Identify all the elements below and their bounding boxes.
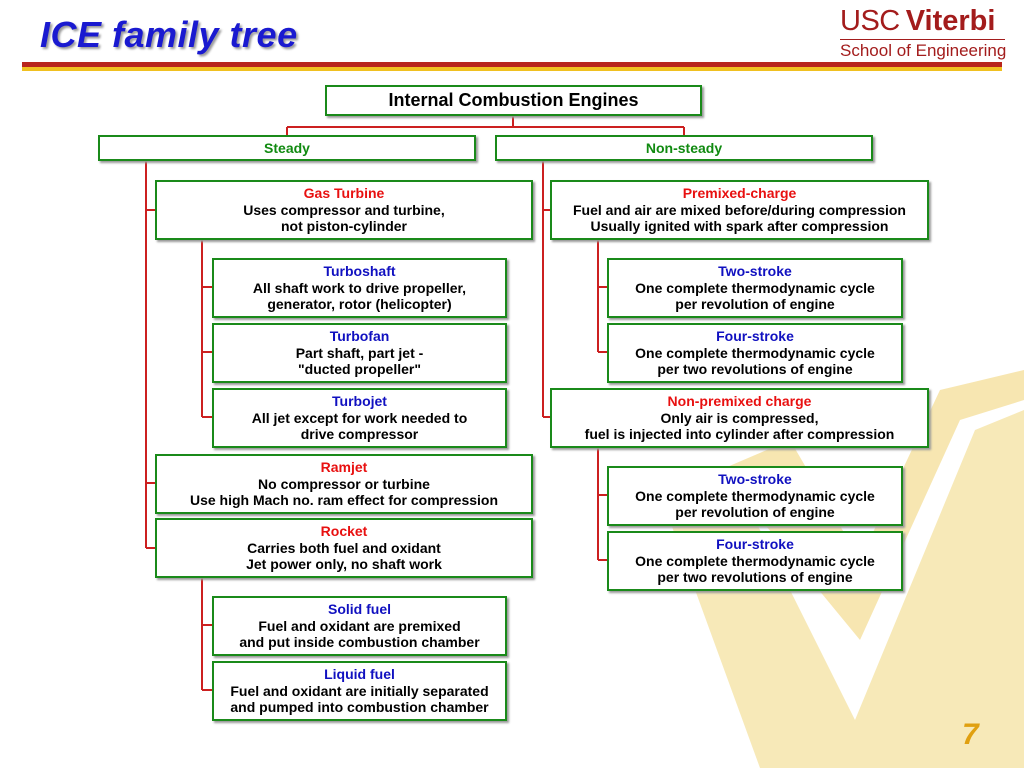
solid-fuel-node: Solid fuel Fuel and oxidant are premixed…: [212, 596, 507, 656]
nonpremixed-node: Non-premixed charge Only air is compress…: [550, 388, 929, 448]
turboshaft-line2: generator, rotor (helicopter): [267, 296, 452, 313]
nonsteady-node: Non-steady: [495, 135, 873, 161]
rocket-node: Rocket Carries both fuel and oxidant Jet…: [155, 518, 533, 578]
ramjet-line1: No compressor or turbine: [258, 475, 430, 492]
turboshaft-line1: All shaft work to drive propeller,: [252, 279, 467, 296]
ramjet-line2: Use high Mach no. ram effect for compres…: [189, 492, 499, 509]
rocket-line2: Jet power only, no shaft work: [246, 556, 442, 573]
turbojet-node: Turbojet All jet except for work needed …: [212, 388, 507, 448]
ramjet-node: Ramjet No compressor or turbine Use high…: [155, 454, 533, 514]
solid-fuel-title: Solid fuel: [328, 601, 391, 618]
pm-two-stroke-node: Two-stroke One complete thermodynamic cy…: [607, 258, 903, 318]
liquid-fuel-line1: Fuel and oxidant are initially separated: [230, 682, 489, 699]
pm-two-stroke-line1: One complete thermodynamic cycle: [635, 279, 875, 296]
gas-turbine-line1: Uses compressor and turbine,: [243, 201, 445, 218]
gas-turbine-line2: not piston-cylinder: [281, 218, 407, 235]
liquid-fuel-title: Liquid fuel: [324, 666, 395, 683]
nonpremixed-line1: Only air is compressed,: [660, 409, 819, 426]
slide-title: ICE family tree: [40, 14, 298, 55]
pm-four-stroke-line2: per two revolutions of engine: [657, 361, 853, 378]
turboshaft-node: Turboshaft All shaft work to drive prope…: [212, 258, 507, 318]
nonpremixed-title: Non-premixed charge: [667, 393, 812, 410]
rocket-title: Rocket: [320, 523, 368, 540]
solid-fuel-line2: and put inside combustion chamber: [239, 634, 480, 651]
liquid-fuel-node: Liquid fuel Fuel and oxidant are initial…: [212, 661, 507, 721]
ramjet-title: Ramjet: [320, 459, 368, 476]
page-number: 7: [962, 718, 979, 751]
premixed-title: Premixed-charge: [682, 185, 797, 202]
liquid-fuel-line2: and pumped into combustion chamber: [230, 699, 489, 716]
gas-turbine-title: Gas Turbine: [303, 185, 385, 202]
nonsteady-label: Non-steady: [645, 139, 723, 156]
turbojet-line2: drive compressor: [300, 426, 419, 443]
steady-node: Steady: [98, 135, 476, 161]
pm-four-stroke-node: Four-stroke One complete thermodynamic c…: [607, 323, 903, 383]
np-two-stroke-line1: One complete thermodynamic cycle: [635, 487, 875, 504]
logo-usc: USC: [840, 5, 900, 37]
turbojet-title: Turbojet: [332, 393, 387, 410]
root-node: Internal Combustion Engines: [325, 85, 702, 116]
np-four-stroke-line1: One complete thermodynamic cycle: [635, 552, 875, 569]
np-two-stroke-node: Two-stroke One complete thermodynamic cy…: [607, 466, 903, 526]
premixed-line1: Fuel and air are mixed before/during com…: [573, 201, 906, 218]
pm-two-stroke-title: Two-stroke: [718, 263, 792, 280]
rocket-line1: Carries both fuel and oxidant: [247, 539, 441, 556]
title-rule-gold: [22, 67, 1002, 71]
np-two-stroke-title: Two-stroke: [718, 471, 792, 488]
turbofan-line2: "ducted propeller": [298, 361, 421, 378]
logo-school: School of Engineering: [840, 39, 1007, 60]
gas-turbine-node: Gas Turbine Uses compressor and turbine,…: [155, 180, 533, 240]
turbojet-line1: All jet except for work needed to: [251, 409, 468, 426]
root-label: Internal Combustion Engines: [388, 90, 639, 111]
np-four-stroke-title: Four-stroke: [716, 536, 794, 553]
logo-viterbi: Viterbi: [905, 5, 996, 37]
steady-label: Steady: [264, 139, 310, 156]
turboshaft-title: Turboshaft: [323, 263, 396, 280]
premixed-line2: Usually ignited with spark after compres…: [590, 218, 889, 235]
turbofan-line1: Part shaft, part jet -: [295, 344, 424, 361]
np-four-stroke-node: Four-stroke One complete thermodynamic c…: [607, 531, 903, 591]
turbofan-title: Turbofan: [329, 328, 390, 345]
title-rule-red: [22, 62, 1002, 67]
turbofan-node: Turbofan Part shaft, part jet - "ducted …: [212, 323, 507, 383]
nonpremixed-line2: fuel is injected into cylinder after com…: [584, 426, 895, 443]
premixed-node: Premixed-charge Fuel and air are mixed b…: [550, 180, 929, 240]
pm-two-stroke-line2: per revolution of engine: [675, 296, 835, 313]
np-four-stroke-line2: per two revolutions of engine: [657, 569, 853, 586]
pm-four-stroke-title: Four-stroke: [716, 328, 794, 345]
solid-fuel-line1: Fuel and oxidant are premixed: [258, 617, 461, 634]
pm-four-stroke-line1: One complete thermodynamic cycle: [635, 344, 875, 361]
np-two-stroke-line2: per revolution of engine: [675, 504, 835, 521]
